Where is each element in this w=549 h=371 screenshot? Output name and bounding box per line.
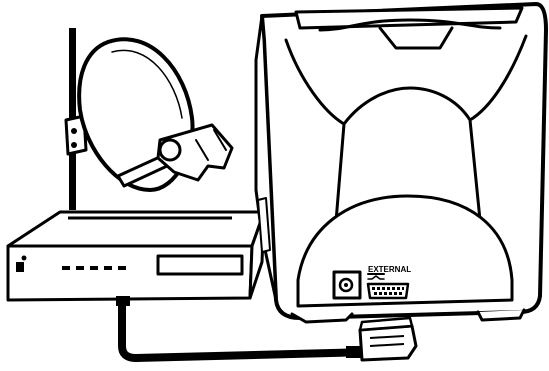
power-button — [16, 262, 24, 272]
receiver-connector — [116, 296, 130, 306]
scart-socket — [368, 284, 408, 298]
satellite-receiver — [8, 212, 264, 300]
power-led — [22, 256, 27, 261]
scart-plug — [346, 318, 416, 360]
external-label: EXTERNAL — [368, 265, 411, 274]
scart-plug-boot — [346, 346, 362, 358]
receiver-display — [158, 256, 242, 274]
tv-foot-left — [292, 314, 352, 322]
television — [256, 4, 546, 322]
satellite-dish — [66, 28, 232, 210]
scart-plug-body — [360, 326, 416, 360]
